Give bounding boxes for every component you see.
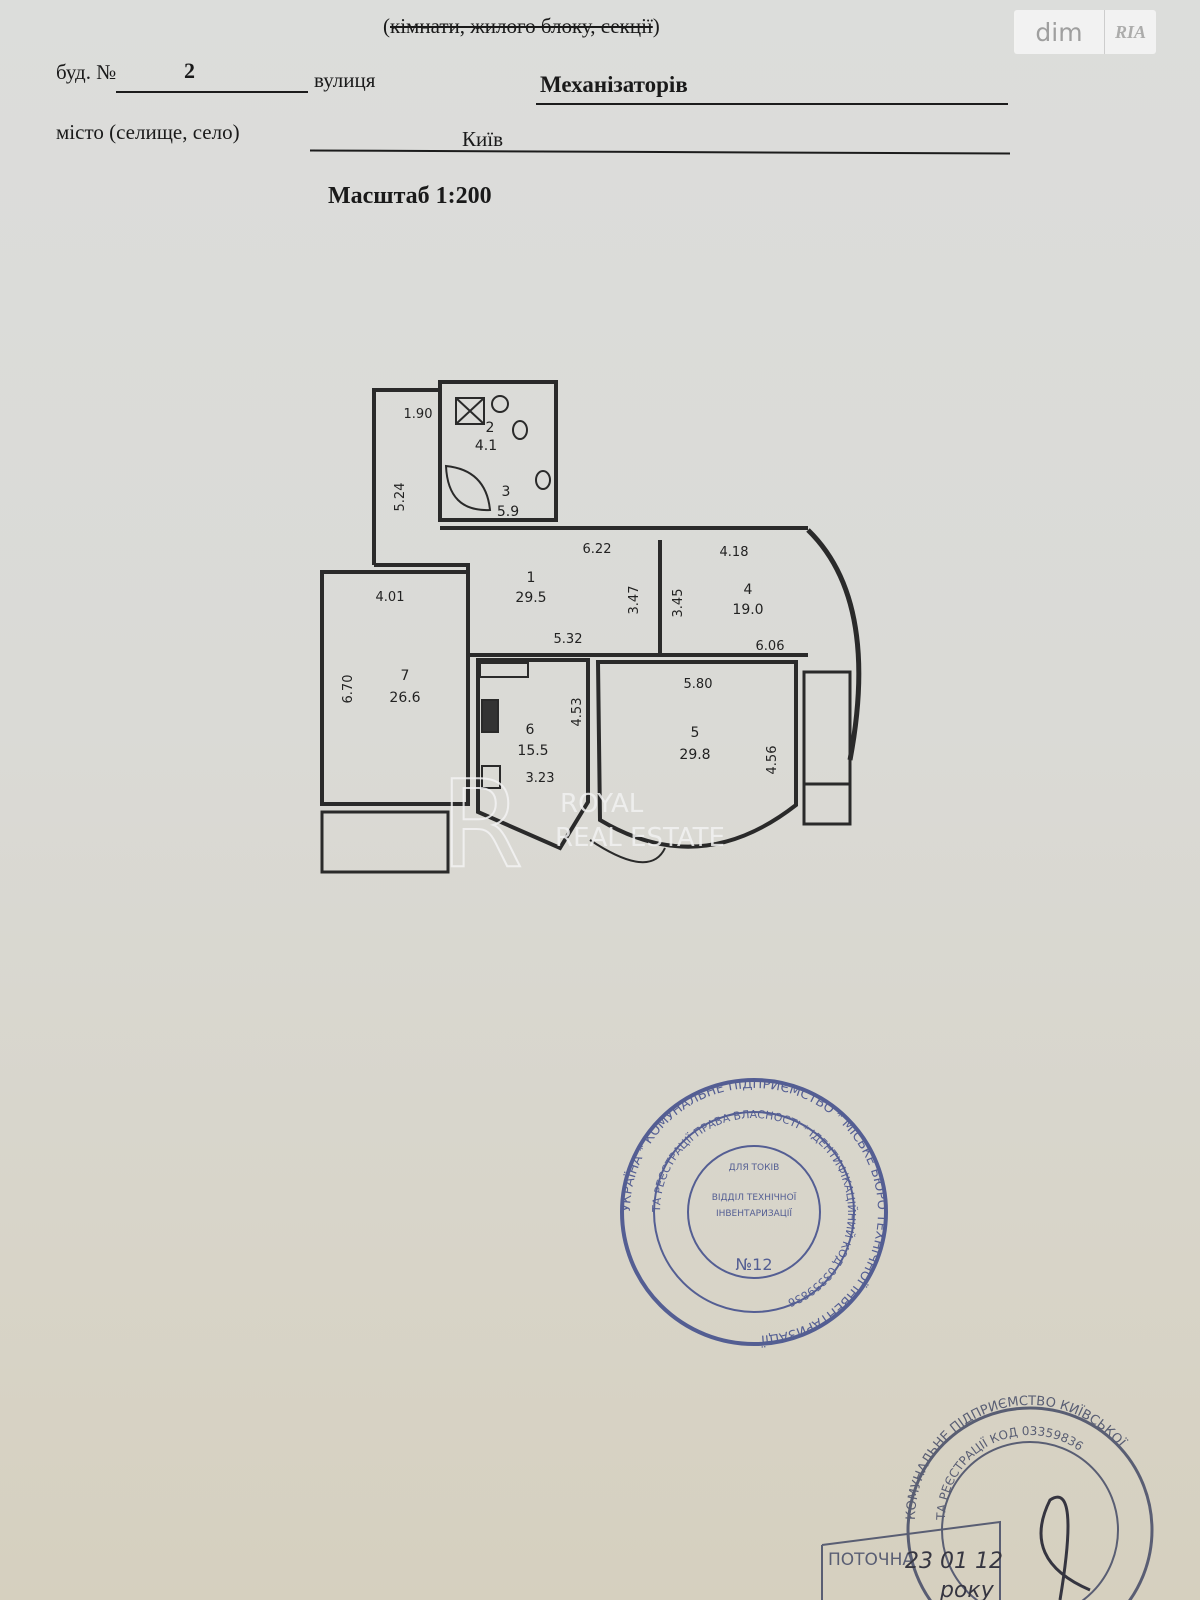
fridge-icon: [481, 699, 499, 733]
dim-6-06: 6.06: [756, 639, 785, 654]
room-2-area: 4.1: [475, 438, 497, 454]
room-6-area: 15.5: [517, 743, 548, 759]
fixtures: [444, 395, 551, 789]
royal-real-estate-watermark: R ROYAL REAL ESTATE: [439, 755, 725, 896]
handwritten-word: року: [939, 1578, 995, 1600]
room-2-number: 2: [486, 420, 495, 436]
dim-4-56: 4.56: [765, 746, 780, 775]
dimension-labels: 1.90 5.24 6.22 3.47 3.45 4.18 4.01 5.32 …: [341, 407, 784, 786]
paren-close: ): [652, 14, 660, 38]
dimria-logo: dim RIA: [1014, 10, 1156, 54]
city-label: місто (селище, село): [56, 120, 240, 144]
building-label: буд. №: [56, 60, 117, 84]
stamp-center-line-1: ДЛЯ ТОКІВ: [729, 1163, 780, 1173]
watermark-r-monogram: R: [440, 756, 523, 895]
stamp-center-number: №12: [736, 1255, 773, 1274]
handwritten-date: 23 01 12: [905, 1549, 1003, 1574]
dim-5-80: 5.80: [684, 677, 713, 692]
room-7-area: 26.6: [389, 690, 420, 706]
dim-4-53: 4.53: [570, 698, 585, 727]
logo-ria: RIA: [1104, 10, 1156, 54]
room-labels: 1 29.5 2 4.1 3 5.9 4 19.0 5 29.8 6 15.5 …: [389, 420, 763, 763]
watermark-royal: ROYAL: [560, 789, 644, 819]
building-underline: [116, 91, 308, 93]
sink-icon: [491, 395, 509, 413]
walls: [320, 380, 862, 874]
city-name: Київ: [462, 127, 503, 151]
room-3-area: 5.9: [497, 504, 519, 520]
dim-6-70: 6.70: [341, 675, 356, 704]
kitchen-counter: [479, 662, 529, 678]
room-1-number: 1: [527, 570, 536, 586]
stamp-box-text: ПОТОЧНА: [828, 1550, 914, 1570]
shower-icon: [455, 397, 485, 425]
dim-3-47: 3.47: [627, 586, 642, 615]
room-4-number: 4: [744, 582, 753, 598]
dim-5-32: 5.32: [554, 632, 583, 647]
logo-dim: dim: [1035, 17, 1083, 47]
stamp-center-line-2: ВІДДІЛ ТЕХНІЧНОЇ: [712, 1192, 797, 1203]
room-4-area: 19.0: [732, 602, 763, 618]
svg-text:ТА РЕЄСТРАЦІЇ КОД 03359836: ТА РЕЄСТРАЦІЇ КОД 03359836: [934, 1424, 1086, 1521]
street-name: Механізаторів: [540, 72, 688, 97]
street-label: вулиця: [314, 68, 376, 92]
bathtub-icon: [444, 464, 492, 512]
room-1-area: 29.5: [515, 590, 546, 606]
subtitle: (кімнати, жилого блоку, секції): [383, 14, 660, 39]
building-number: 2: [184, 58, 195, 83]
dim-6-22: 6.22: [583, 542, 612, 557]
street-underline: [536, 103, 1008, 105]
scale-label: Масштаб 1:200: [328, 183, 492, 209]
dim-3-45: 3.45: [671, 589, 686, 618]
lower-stamp: КОМУНАЛЬНЕ ПІДПРИЄМСТВО КИЇВСЬКОЇ ТА РЕЄ…: [821, 1394, 1154, 1600]
signature: [1039, 1495, 1091, 1600]
paren-open: (: [383, 14, 390, 38]
room-7-number: 7: [401, 668, 410, 684]
room-5-number: 5: [691, 725, 700, 741]
toilet-icon-2: [535, 470, 551, 490]
toilet-icon: [512, 420, 528, 440]
dim-5-24: 5.24: [393, 483, 408, 512]
stamp-center-line-3: ІНВЕНТАРИЗАЦІЇ: [716, 1208, 792, 1219]
watermark-real-estate: REAL ESTATE: [555, 823, 725, 853]
struck-subtitle: кімнати, жилого блоку, секції: [390, 14, 653, 38]
dim-3-23: 3.23: [526, 771, 555, 786]
dim-4-01: 4.01: [376, 590, 405, 605]
stove-icon: [481, 765, 501, 789]
room-5-area: 29.8: [679, 747, 710, 763]
lower-stamp-inner-text: ТА РЕЄСТРАЦІЇ КОД 03359836: [934, 1424, 1086, 1521]
room-6-number: 6: [526, 722, 535, 738]
room-3-number: 3: [502, 484, 511, 500]
dim-1-90: 1.90: [404, 407, 433, 422]
dim-4-18: 4.18: [720, 545, 749, 560]
official-stamp: УКРАЇНА * КОМУНАЛЬНЕ ПІДПРИЄМСТВО * МІСЬ…: [619, 1077, 889, 1348]
